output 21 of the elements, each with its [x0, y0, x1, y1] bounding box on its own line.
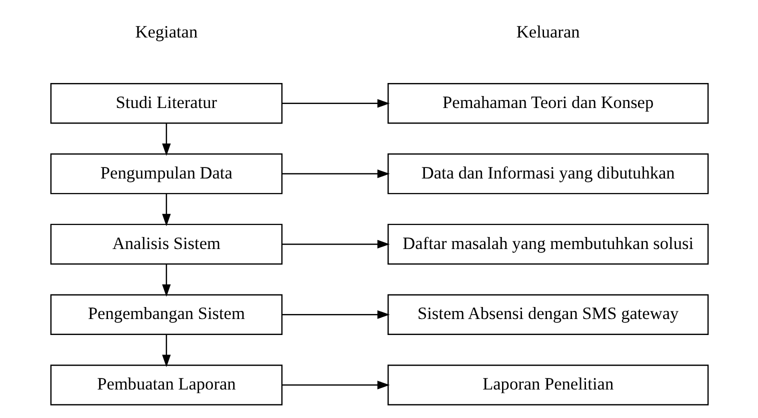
arrow: [162, 123, 170, 156]
node-box: Pemahaman Teori dan Konsep: [387, 83, 708, 124]
arrow: [162, 264, 170, 297]
arrow: [281, 99, 390, 108]
label: Kegiatan: [134, 22, 198, 42]
node-box: Pengumpulan Data: [50, 153, 282, 194]
arrow: [162, 194, 170, 226]
node-box: Data dan Informasi yang dibutuhkan: [387, 153, 708, 194]
node-box: Pengembangan Sistem: [50, 294, 282, 335]
node-box: Laporan Penelitian: [387, 364, 708, 406]
arrow: [281, 380, 390, 390]
arrow: [281, 310, 390, 319]
node-box: Sistem Absensi dengan SMS gateway: [387, 294, 708, 335]
arrow: [162, 334, 170, 368]
arrow: [281, 169, 390, 178]
node-box: Analisis Sistem: [50, 224, 282, 265]
arrow: [281, 240, 390, 249]
node-box: Pembuatan Laporan: [50, 364, 282, 406]
node-box: Studi Literatur: [50, 83, 282, 124]
label: Keluaran: [516, 22, 580, 42]
node-box: Daftar masalah yang membutuhkan solusi: [387, 224, 708, 265]
